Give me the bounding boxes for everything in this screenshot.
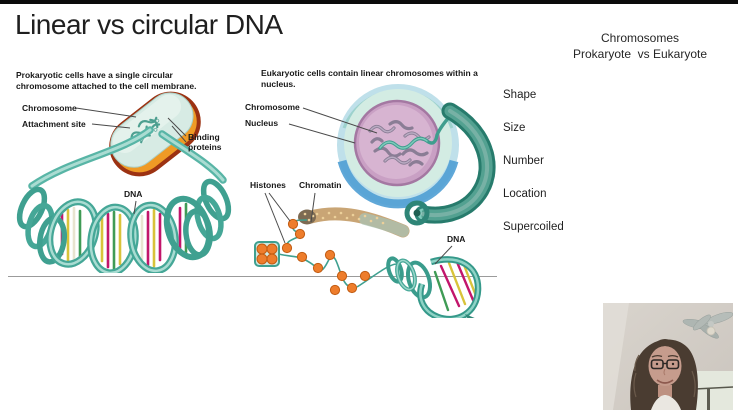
slide-title: Linear vs circular DNA [15,9,283,40]
nucleosome-string [254,218,398,296]
eukaryote-cell [337,84,459,209]
base-pair-rungs-eukaryote [433,260,478,312]
eukaryote-pointer-lines [264,107,453,265]
label-chromosome-prokaryote: Chromosome [22,103,77,113]
presenter-person [630,339,698,410]
nucleus-shape [353,99,441,187]
topic-header: Chromosomes Prokaryote vs Eukaryote [540,30,738,62]
shirt [651,395,681,410]
label-nucleus: Nucleus [245,118,279,128]
wall-corner [694,371,734,410]
glasses [650,359,680,370]
histone-beads [256,218,371,296]
topic-line-chromosomes: Chromosomes [600,31,680,45]
prokaryote-pointer-lines [75,107,187,215]
smile [656,379,674,384]
label-attachment-site: Attachment site [22,119,86,129]
prokaryote-illustration [16,91,232,273]
face [648,346,682,386]
label-dna-eukaryote: DNA [447,234,466,244]
prokaryote-caption: Prokaryotic cells have a single circular… [16,70,197,91]
comparison-item-supercoiled: Supercoiled [503,221,564,233]
dna-helix-eukaryote [386,256,482,318]
webcam-overlay [603,303,734,410]
fiber-bead-dots [303,211,385,225]
dna-helix-loops [16,178,232,273]
comparison-item-location: Location [503,188,547,200]
label-chromatin: Chromatin [299,180,342,190]
eukaryote-illustration [254,84,496,318]
prokaryote-figure: Prokaryotic cells have a single circular… [10,68,245,273]
horizontal-divider [8,276,497,277]
dna-ribbons [28,126,227,190]
nuclear-chromatin-squiggles [368,114,452,167]
label-binding-proteins: Binding proteins [188,132,222,152]
eukaryote-figure: Eukaryotic cells contain linear chromoso… [245,66,505,318]
chromosome-coil [404,102,496,226]
label-chromosome-eukaryote: Chromosome [245,102,300,112]
label-dna-prokaryote: DNA [124,189,143,199]
webcam-video-frame [603,303,734,410]
topic-line-prokaryote-vs-eukaryote: Prokaryote vs Eukaryote [572,47,708,61]
label-histones: Histones [250,180,286,190]
comparison-item-size: Size [503,122,526,134]
eukaryote-caption: Eukaryotic cells contain linear chromoso… [261,68,478,89]
ceiling-fan [682,312,734,339]
top-letterbox-bar [0,0,738,4]
chromatin-fiber [298,207,410,238]
comparison-list: Shape Size Number Location Supercoiled [503,0,623,260]
comparison-item-number: Number [503,155,544,167]
comparison-item-shape: Shape [503,89,537,101]
